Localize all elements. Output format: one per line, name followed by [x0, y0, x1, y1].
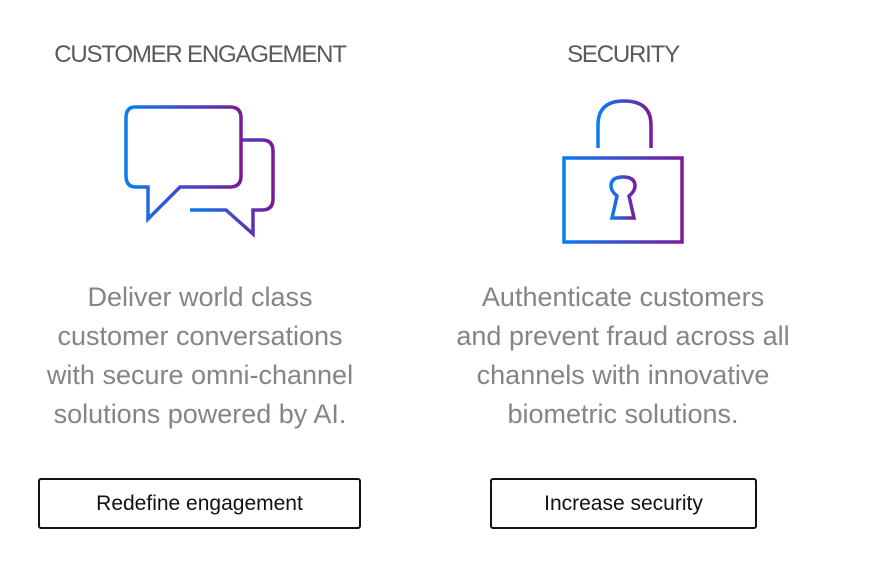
section-description: Deliver world class customer conversatio… [0, 278, 410, 434]
description-line: Authenticate customers [481, 282, 765, 312]
padlock-icon [562, 99, 684, 244]
increase-security-button[interactable]: Increase security [490, 478, 757, 529]
description-line: Deliver world class [87, 282, 313, 312]
redefine-engagement-button[interactable]: Redefine engagement [38, 478, 361, 529]
chat-bubbles-icon [124, 105, 275, 238]
section-description: Authenticate customers and prevent fraud… [413, 278, 833, 434]
description-line: customer conversations [57, 321, 343, 351]
section-heading: CUSTOMER ENGAGEMENT [54, 41, 347, 68]
description-line: biometric solutions. [507, 399, 739, 429]
section-heading: SECURITY [567, 41, 680, 68]
description-line: with secure omni-channel [46, 360, 354, 390]
description-line: channels with innovative [476, 360, 770, 390]
description-line: solutions powered by AI. [53, 399, 347, 429]
description-line: and prevent fraud across all [456, 321, 790, 351]
